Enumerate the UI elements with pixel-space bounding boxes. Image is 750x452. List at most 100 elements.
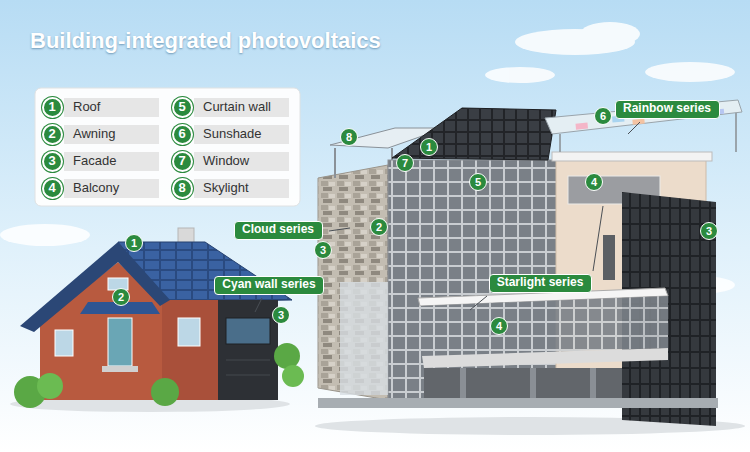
leader-line bbox=[628, 122, 640, 134]
cloud bbox=[0, 224, 90, 246]
legend-label: Roof bbox=[73, 100, 100, 115]
legend-number: 2 bbox=[48, 127, 55, 142]
callout-circle: 4 bbox=[490, 317, 508, 335]
callout-circle: 3 bbox=[314, 241, 332, 259]
legend-number-circle: 2 bbox=[42, 124, 63, 145]
house-illustration bbox=[102, 366, 138, 372]
legend-bar: Balcony bbox=[64, 179, 159, 198]
legend-label: Curtain wall bbox=[203, 100, 271, 115]
callout-number: 4 bbox=[496, 320, 502, 333]
cloud bbox=[580, 22, 640, 46]
callout-number: 1 bbox=[426, 141, 432, 154]
series-tag: Rainbow series bbox=[615, 100, 720, 119]
legend-number-circle: 1 bbox=[42, 97, 63, 118]
building-illustration bbox=[422, 348, 668, 368]
legend-bar: Facade bbox=[64, 152, 159, 171]
legend-number: 3 bbox=[48, 154, 55, 169]
series-label: Starlight series bbox=[497, 276, 584, 290]
callout-circle: 2 bbox=[112, 288, 130, 306]
house-illustration bbox=[108, 318, 132, 366]
building-illustration bbox=[603, 235, 615, 280]
cloud bbox=[645, 62, 735, 82]
callout-circle: 7 bbox=[396, 154, 414, 172]
building-illustration bbox=[559, 134, 561, 152]
leader-line bbox=[593, 206, 603, 271]
series-tag: Cloud series bbox=[234, 221, 323, 240]
house-illustration bbox=[178, 318, 200, 346]
building-illustration bbox=[552, 152, 712, 161]
house-illustration bbox=[151, 378, 179, 406]
legend-number-circle: 8 bbox=[172, 178, 193, 199]
legend-number-circle: 6 bbox=[172, 124, 193, 145]
legend-label: Window bbox=[203, 154, 249, 169]
legend-number-circle: 7 bbox=[172, 151, 193, 172]
legend-panel bbox=[35, 88, 300, 206]
house-illustration bbox=[20, 242, 170, 332]
callout-circle: 5 bbox=[469, 173, 487, 191]
building-illustration bbox=[545, 100, 742, 134]
house-illustration bbox=[10, 228, 304, 412]
legend-number: 5 bbox=[178, 100, 185, 115]
legend-bar: Curtain wall bbox=[194, 98, 289, 117]
legend-bar: Roof bbox=[64, 98, 159, 117]
building-illustration bbox=[420, 296, 668, 356]
callout-circle: 3 bbox=[272, 306, 290, 324]
house-illustration bbox=[282, 365, 304, 387]
legend-bar: Skylight bbox=[194, 179, 289, 198]
callout-number: 5 bbox=[475, 176, 481, 189]
callout-circle: 6 bbox=[594, 107, 612, 125]
legend-number-circle: 5 bbox=[172, 97, 193, 118]
house-illustration bbox=[55, 330, 73, 356]
legend-number: 1 bbox=[48, 100, 55, 115]
house-illustration bbox=[226, 360, 270, 361]
callout-circle: 3 bbox=[700, 222, 718, 240]
house-illustration bbox=[162, 300, 278, 400]
house-illustration bbox=[274, 343, 300, 369]
legend-bar: Awning bbox=[64, 125, 159, 144]
leader-line bbox=[329, 228, 350, 231]
building-illustration bbox=[334, 148, 336, 178]
series-label: Rainbow series bbox=[623, 102, 711, 116]
legend-bar: Window bbox=[194, 152, 289, 171]
series-label: Cloud series bbox=[242, 223, 314, 237]
cloud bbox=[485, 67, 555, 83]
leader-line bbox=[470, 296, 487, 310]
building-illustration bbox=[392, 108, 556, 160]
callout-circle: 1 bbox=[420, 138, 438, 156]
callout-number: 1 bbox=[131, 237, 137, 250]
building-illustration bbox=[315, 100, 745, 435]
callout-number: 7 bbox=[402, 157, 408, 170]
legend-label: Awning bbox=[73, 127, 115, 142]
series-tag: Starlight series bbox=[489, 274, 592, 293]
building-illustration bbox=[318, 398, 718, 408]
legend-label: Skylight bbox=[203, 181, 249, 196]
house-illustration bbox=[218, 300, 278, 400]
house-illustration bbox=[37, 373, 63, 399]
callout-number: 3 bbox=[706, 225, 712, 238]
callout-number: 4 bbox=[591, 176, 597, 189]
legend-label: Sunshade bbox=[203, 127, 262, 142]
legend-label: Balcony bbox=[73, 181, 119, 196]
building-illustration bbox=[735, 110, 737, 152]
building-illustration bbox=[340, 282, 388, 395]
building-illustration bbox=[576, 123, 588, 130]
legend-number-circle: 3 bbox=[42, 151, 63, 172]
series-tag: Cyan wall series bbox=[214, 276, 324, 295]
callout-number: 8 bbox=[346, 131, 352, 144]
legend-number-circle: 4 bbox=[42, 178, 63, 199]
callout-circle: 8 bbox=[340, 128, 358, 146]
callout-circle: 4 bbox=[585, 173, 603, 191]
legend-number: 8 bbox=[178, 181, 185, 196]
house-illustration bbox=[226, 318, 270, 344]
legend-number: 7 bbox=[178, 154, 185, 169]
legend-number: 4 bbox=[48, 181, 55, 196]
callout-circle: 1 bbox=[125, 234, 143, 252]
legend-label: Facade bbox=[73, 154, 116, 169]
callout-number: 3 bbox=[278, 309, 284, 322]
callout-number: 6 bbox=[600, 110, 606, 123]
callout-circle: 2 bbox=[370, 218, 388, 236]
house-illustration bbox=[226, 375, 270, 376]
callout-number: 3 bbox=[320, 244, 326, 257]
